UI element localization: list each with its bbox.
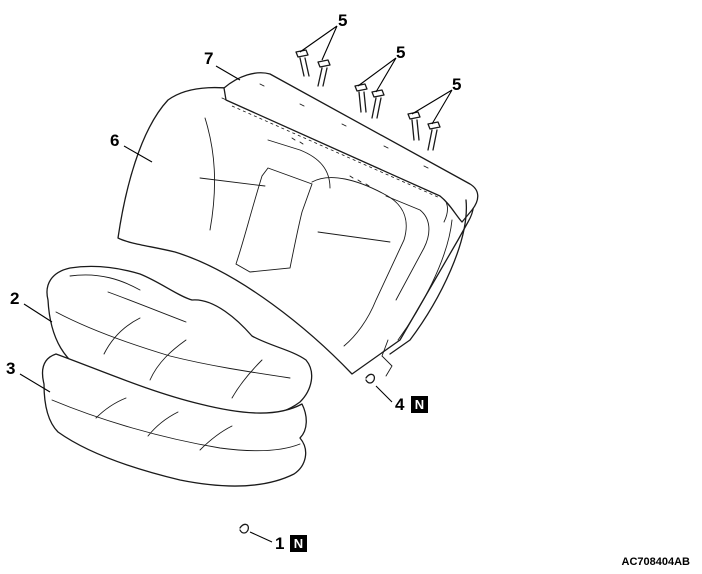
callout-3: 3 — [6, 359, 16, 378]
callout-5-c: 5 — [452, 75, 462, 94]
callout-5-b: 5 — [396, 43, 406, 62]
bolts-5 — [295, 49, 441, 151]
callout-6: 6 — [110, 131, 120, 150]
callout-1: 1 — [275, 534, 285, 553]
callout-7: 7 — [204, 49, 214, 68]
clip-1 — [239, 523, 250, 534]
callout-2: 2 — [10, 289, 20, 308]
new-part-badge-1: N — [290, 535, 307, 552]
bolt — [354, 83, 385, 119]
seat-cushion-pad-3 — [41, 353, 307, 487]
bolt — [407, 111, 441, 151]
new-part-badge-4: N — [411, 396, 428, 413]
leader-lines — [19, 25, 453, 543]
bolt — [295, 49, 331, 87]
clip-4 — [365, 373, 376, 384]
seatback-pad-7 — [223, 72, 479, 377]
drawing-code: AC708404AB — [621, 556, 690, 568]
callout-5-a: 5 — [338, 11, 348, 30]
callout-4: 4 — [395, 395, 405, 414]
